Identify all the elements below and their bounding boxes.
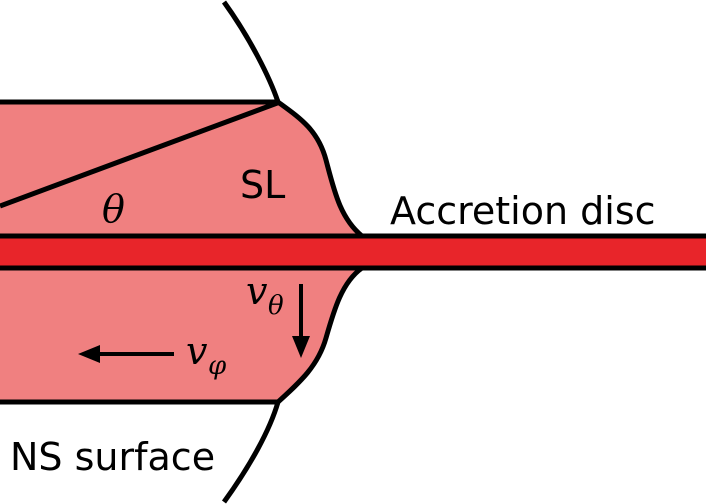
neutron-star-surface [221,0,281,103]
angle-line [0,99,281,209]
neutron-star-surface-lower [221,401,281,504]
v-theta-label: v [246,269,268,313]
v-theta-arrow-head [292,336,310,358]
angle-label: θ [102,187,125,231]
spreading-layer-label: SL [240,163,285,207]
upper-spreading-layer [0,102,360,236]
lower-layer-boundary [276,265,364,404]
accretion-disc-band [0,236,706,268]
ns-surface-label: NS surface [10,435,215,479]
lower-spreading-layer [0,268,360,402]
v-phi-subscript: φ [208,351,227,381]
v-phi-label: v [186,329,208,373]
v-phi-arrow-head [78,345,100,363]
accretion-disc-label: Accretion disc [390,189,656,233]
upper-layer-boundary [276,99,364,238]
v-theta-subscript: θ [268,291,284,321]
